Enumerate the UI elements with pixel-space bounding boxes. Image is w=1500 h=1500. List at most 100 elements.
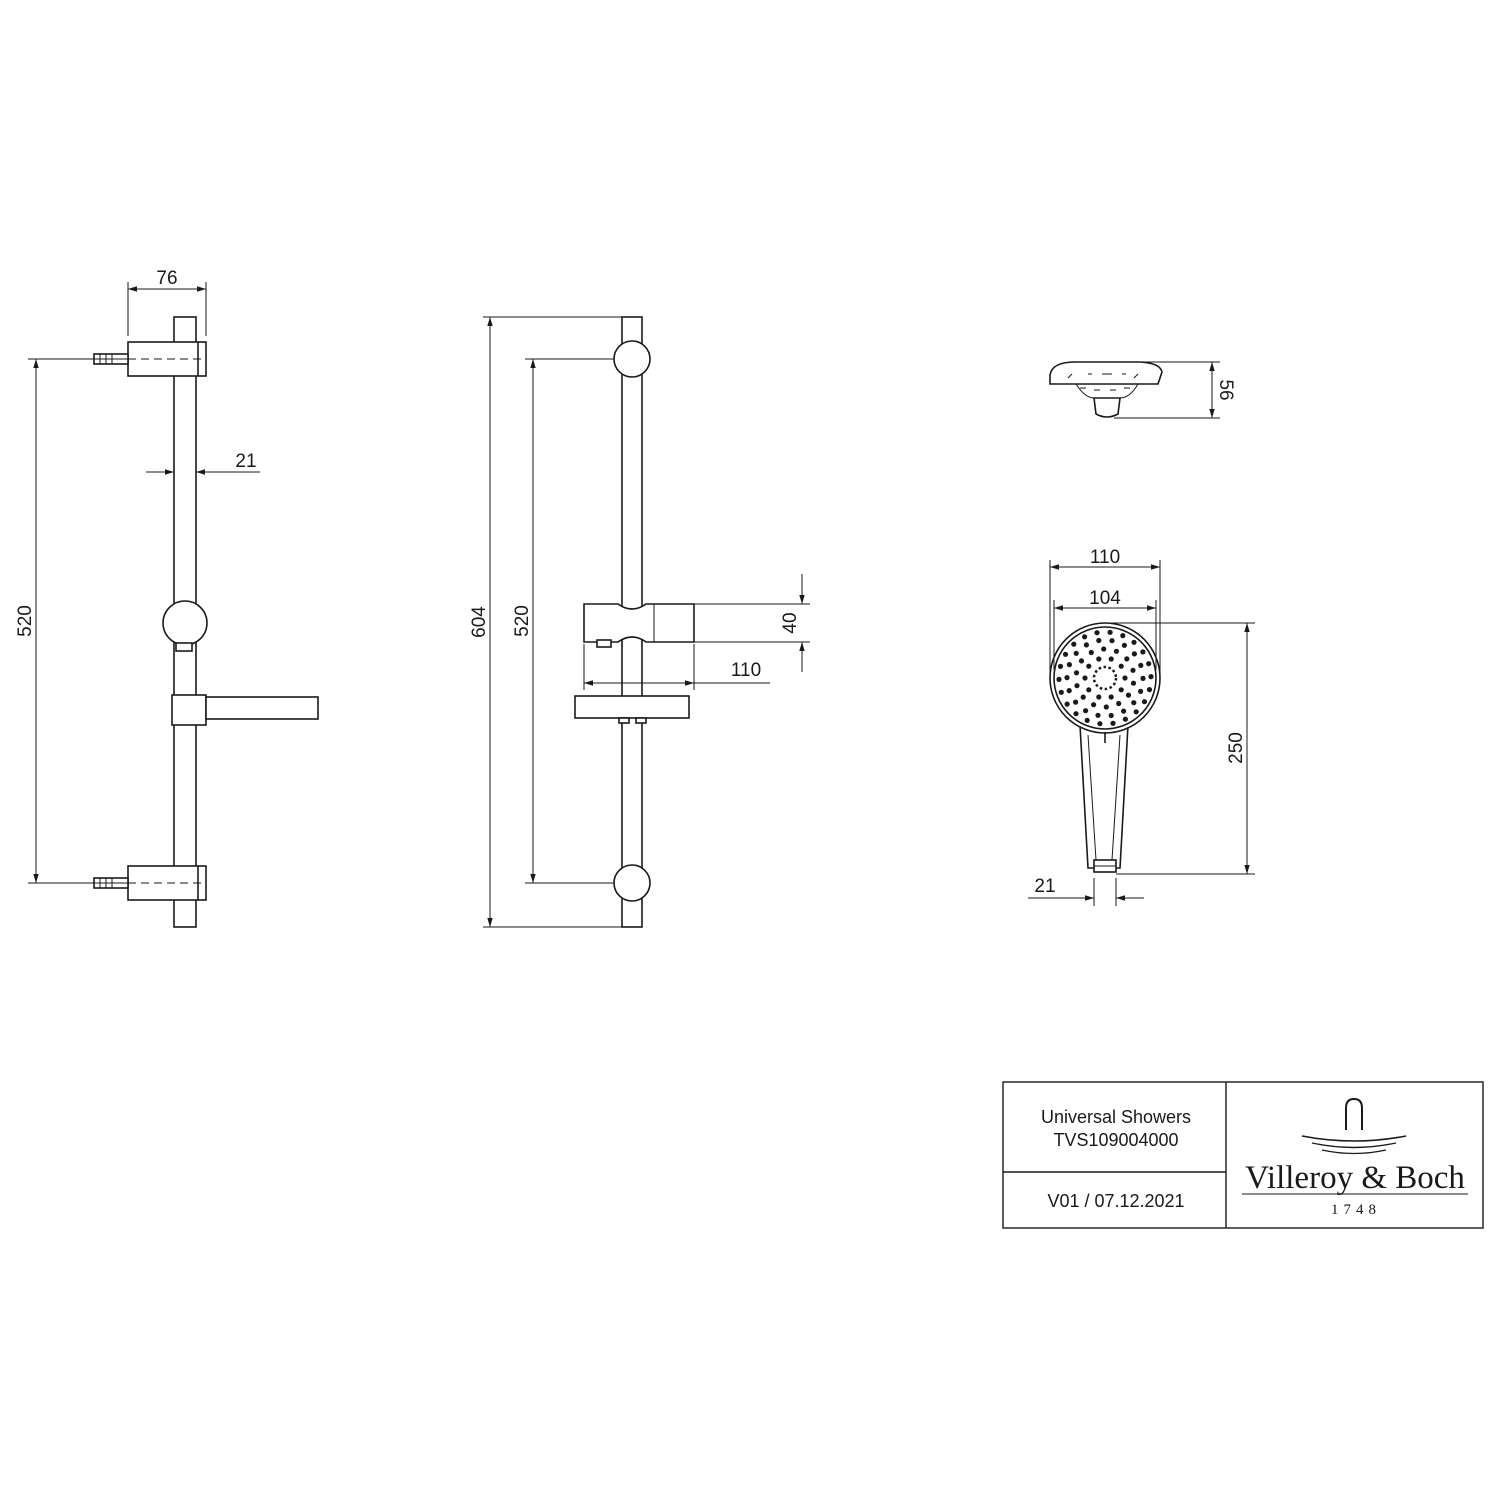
brand-year: 1748	[1331, 1202, 1381, 1218]
nozzle	[1121, 708, 1127, 714]
nozzle	[1140, 675, 1146, 682]
nozzle	[1071, 641, 1077, 647]
dim-head-face-diameter: 104	[1053, 588, 1157, 670]
nozzle	[1141, 699, 1148, 705]
nozzle	[1138, 688, 1144, 695]
nozzle	[1116, 700, 1122, 707]
nozzle	[1086, 687, 1092, 693]
nozzle	[1131, 639, 1137, 645]
nozzle	[1146, 687, 1153, 693]
brand-name: Villeroy & Boch	[1245, 1160, 1465, 1196]
nozzle	[1146, 661, 1152, 667]
nozzle	[1091, 702, 1097, 708]
handle-body	[1079, 724, 1129, 869]
nozzle	[1096, 694, 1102, 700]
nozzle	[1148, 674, 1154, 680]
dim-holder-height-label: 40	[780, 612, 801, 633]
nozzle	[1058, 689, 1064, 695]
dim-side-depth-label: 76	[156, 268, 177, 289]
dim-front-total-length: 604	[469, 316, 622, 928]
dim-head-thickness: 56	[1114, 361, 1236, 419]
nozzle	[1103, 704, 1109, 710]
nozzle	[1094, 630, 1100, 636]
nozzle	[1122, 675, 1128, 681]
front-lower-bracket	[613, 864, 651, 902]
dim-side-bar-diameter-label: 21	[235, 451, 256, 472]
nozzle	[1107, 629, 1113, 635]
nozzle	[1062, 651, 1069, 657]
nozzle	[1073, 711, 1079, 717]
dim-side-bracket-spacing-label: 520	[15, 605, 36, 637]
nozzle	[1073, 650, 1079, 656]
side-slider-knob	[162, 600, 208, 646]
revision-date: V01 / 07.12.2021	[1047, 1191, 1184, 1211]
dim-head-outer-diameter-label: 110	[1090, 547, 1120, 568]
head-side-body	[1049, 361, 1163, 385]
nozzle	[1122, 716, 1128, 722]
nozzle	[1097, 721, 1103, 727]
nozzle	[1066, 688, 1072, 694]
nozzle	[1140, 649, 1146, 655]
head-front-view: 110 104 250 21	[1028, 547, 1255, 906]
nozzle	[1109, 638, 1115, 644]
dim-head-outer-diameter: 110	[1049, 547, 1161, 678]
nozzle	[1118, 687, 1124, 693]
nozzle	[1078, 658, 1085, 664]
nozzle	[1131, 651, 1137, 657]
nozzle	[1064, 701, 1070, 707]
nozzle	[1108, 694, 1114, 700]
dim-handshower-length: 250	[1105, 622, 1255, 875]
nozzle	[1080, 694, 1086, 700]
nozzle	[1133, 709, 1139, 715]
nozzle	[1108, 656, 1114, 662]
nozzle	[1121, 642, 1127, 648]
nozzle	[1073, 670, 1080, 676]
nozzle	[1101, 646, 1107, 652]
nozzle	[1120, 633, 1126, 639]
nozzle	[1088, 649, 1094, 656]
brand-logo: Villeroy & Boch 1748	[1242, 1097, 1468, 1218]
side-view: 76 21 520	[15, 268, 319, 928]
dim-front-bracket-spacing-label: 520	[512, 605, 533, 637]
nozzle	[1110, 720, 1116, 726]
dim-front-total-length-label: 604	[469, 606, 490, 638]
nozzle	[1084, 717, 1090, 724]
article-number: TVS109004000	[1053, 1130, 1178, 1150]
dim-front-bracket-spacing: 520	[512, 358, 614, 884]
dim-side-depth: 76	[127, 268, 207, 336]
head-side-connector	[1093, 397, 1121, 418]
nozzle	[1124, 656, 1130, 662]
dim-holder-projection-label: 110	[731, 660, 761, 681]
head-side-view: 56	[1049, 361, 1236, 419]
nozzle	[1082, 675, 1088, 681]
nozzle	[1130, 680, 1137, 686]
nozzle	[1056, 676, 1062, 683]
head-nozzles	[1056, 629, 1154, 727]
nozzle	[1138, 662, 1144, 669]
nozzle	[1108, 712, 1114, 719]
nozzle	[1096, 656, 1102, 662]
title-block: Universal Showers TVS109004000 V01 / 07.…	[1002, 1081, 1484, 1229]
nozzle	[1083, 642, 1089, 648]
front-view: 604 520 40 110	[469, 316, 810, 928]
nozzle	[1096, 637, 1102, 644]
nozzle	[1113, 648, 1119, 654]
nozzle	[1073, 699, 1079, 705]
dim-side-bracket-spacing: 520	[15, 358, 128, 884]
nozzle	[1064, 675, 1070, 681]
dim-holder-projection: 110	[583, 644, 770, 690]
nozzle	[1074, 683, 1080, 689]
nozzle	[1057, 663, 1064, 670]
head-face	[1053, 626, 1157, 730]
side-shelf	[171, 694, 319, 726]
nozzle	[1083, 708, 1089, 714]
nozzle	[1118, 663, 1124, 669]
nozzle	[1095, 712, 1101, 718]
nozzle	[1125, 692, 1132, 698]
dim-side-bar-diameter: 21	[146, 451, 260, 475]
dim-head-face-diameter-label: 104	[1089, 588, 1121, 609]
front-upper-bracket	[613, 340, 651, 378]
product-line: Universal Showers	[1041, 1107, 1191, 1127]
dim-handle-connector: 21	[1028, 876, 1144, 906]
